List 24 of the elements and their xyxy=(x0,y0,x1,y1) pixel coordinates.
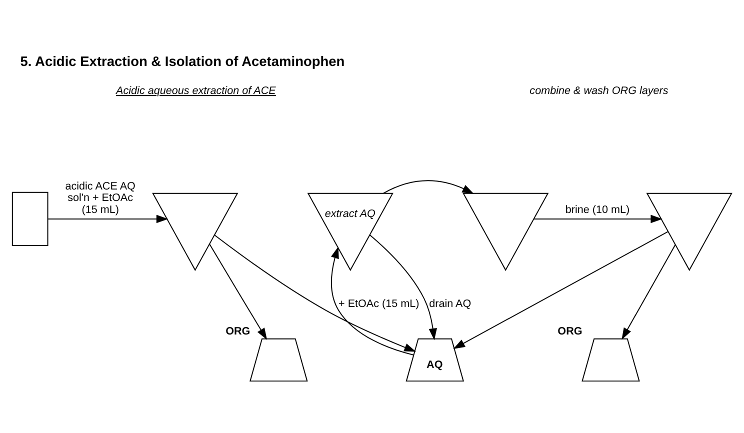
arrow xyxy=(622,244,676,340)
arrow xyxy=(533,214,662,224)
node-funnel xyxy=(646,192,732,272)
node-label: ORG xyxy=(558,326,582,338)
arrow xyxy=(370,234,437,340)
arrow xyxy=(48,214,168,224)
edge-label: acidic ACE AQ sol'n + EtOAc (15 mL) xyxy=(65,180,136,216)
edge-label: + EtOAc (15 mL) xyxy=(338,298,420,310)
label: Acidic aqueous extraction of ACE xyxy=(116,84,276,97)
edge-label: brine (10 mL) xyxy=(565,204,630,216)
arrow xyxy=(209,244,268,340)
node-beaker xyxy=(12,192,48,246)
node-flask xyxy=(582,338,640,382)
label: combine & wash ORG layers xyxy=(530,84,668,97)
arrow xyxy=(453,231,669,349)
node-label: ORG xyxy=(226,326,250,338)
diagram-title: 5. Acidic Extraction & Isolation of Acetaminophen xyxy=(20,54,345,69)
node-funnel xyxy=(152,192,238,272)
node-flask xyxy=(250,338,308,382)
edge-label: drain AQ xyxy=(429,298,472,310)
arrow xyxy=(330,246,414,356)
arrow xyxy=(382,180,474,194)
arrow xyxy=(214,234,416,352)
node-funnel xyxy=(462,192,549,272)
